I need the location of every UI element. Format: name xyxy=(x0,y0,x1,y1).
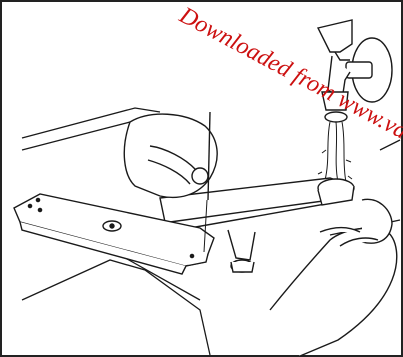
left-hand xyxy=(124,114,217,197)
